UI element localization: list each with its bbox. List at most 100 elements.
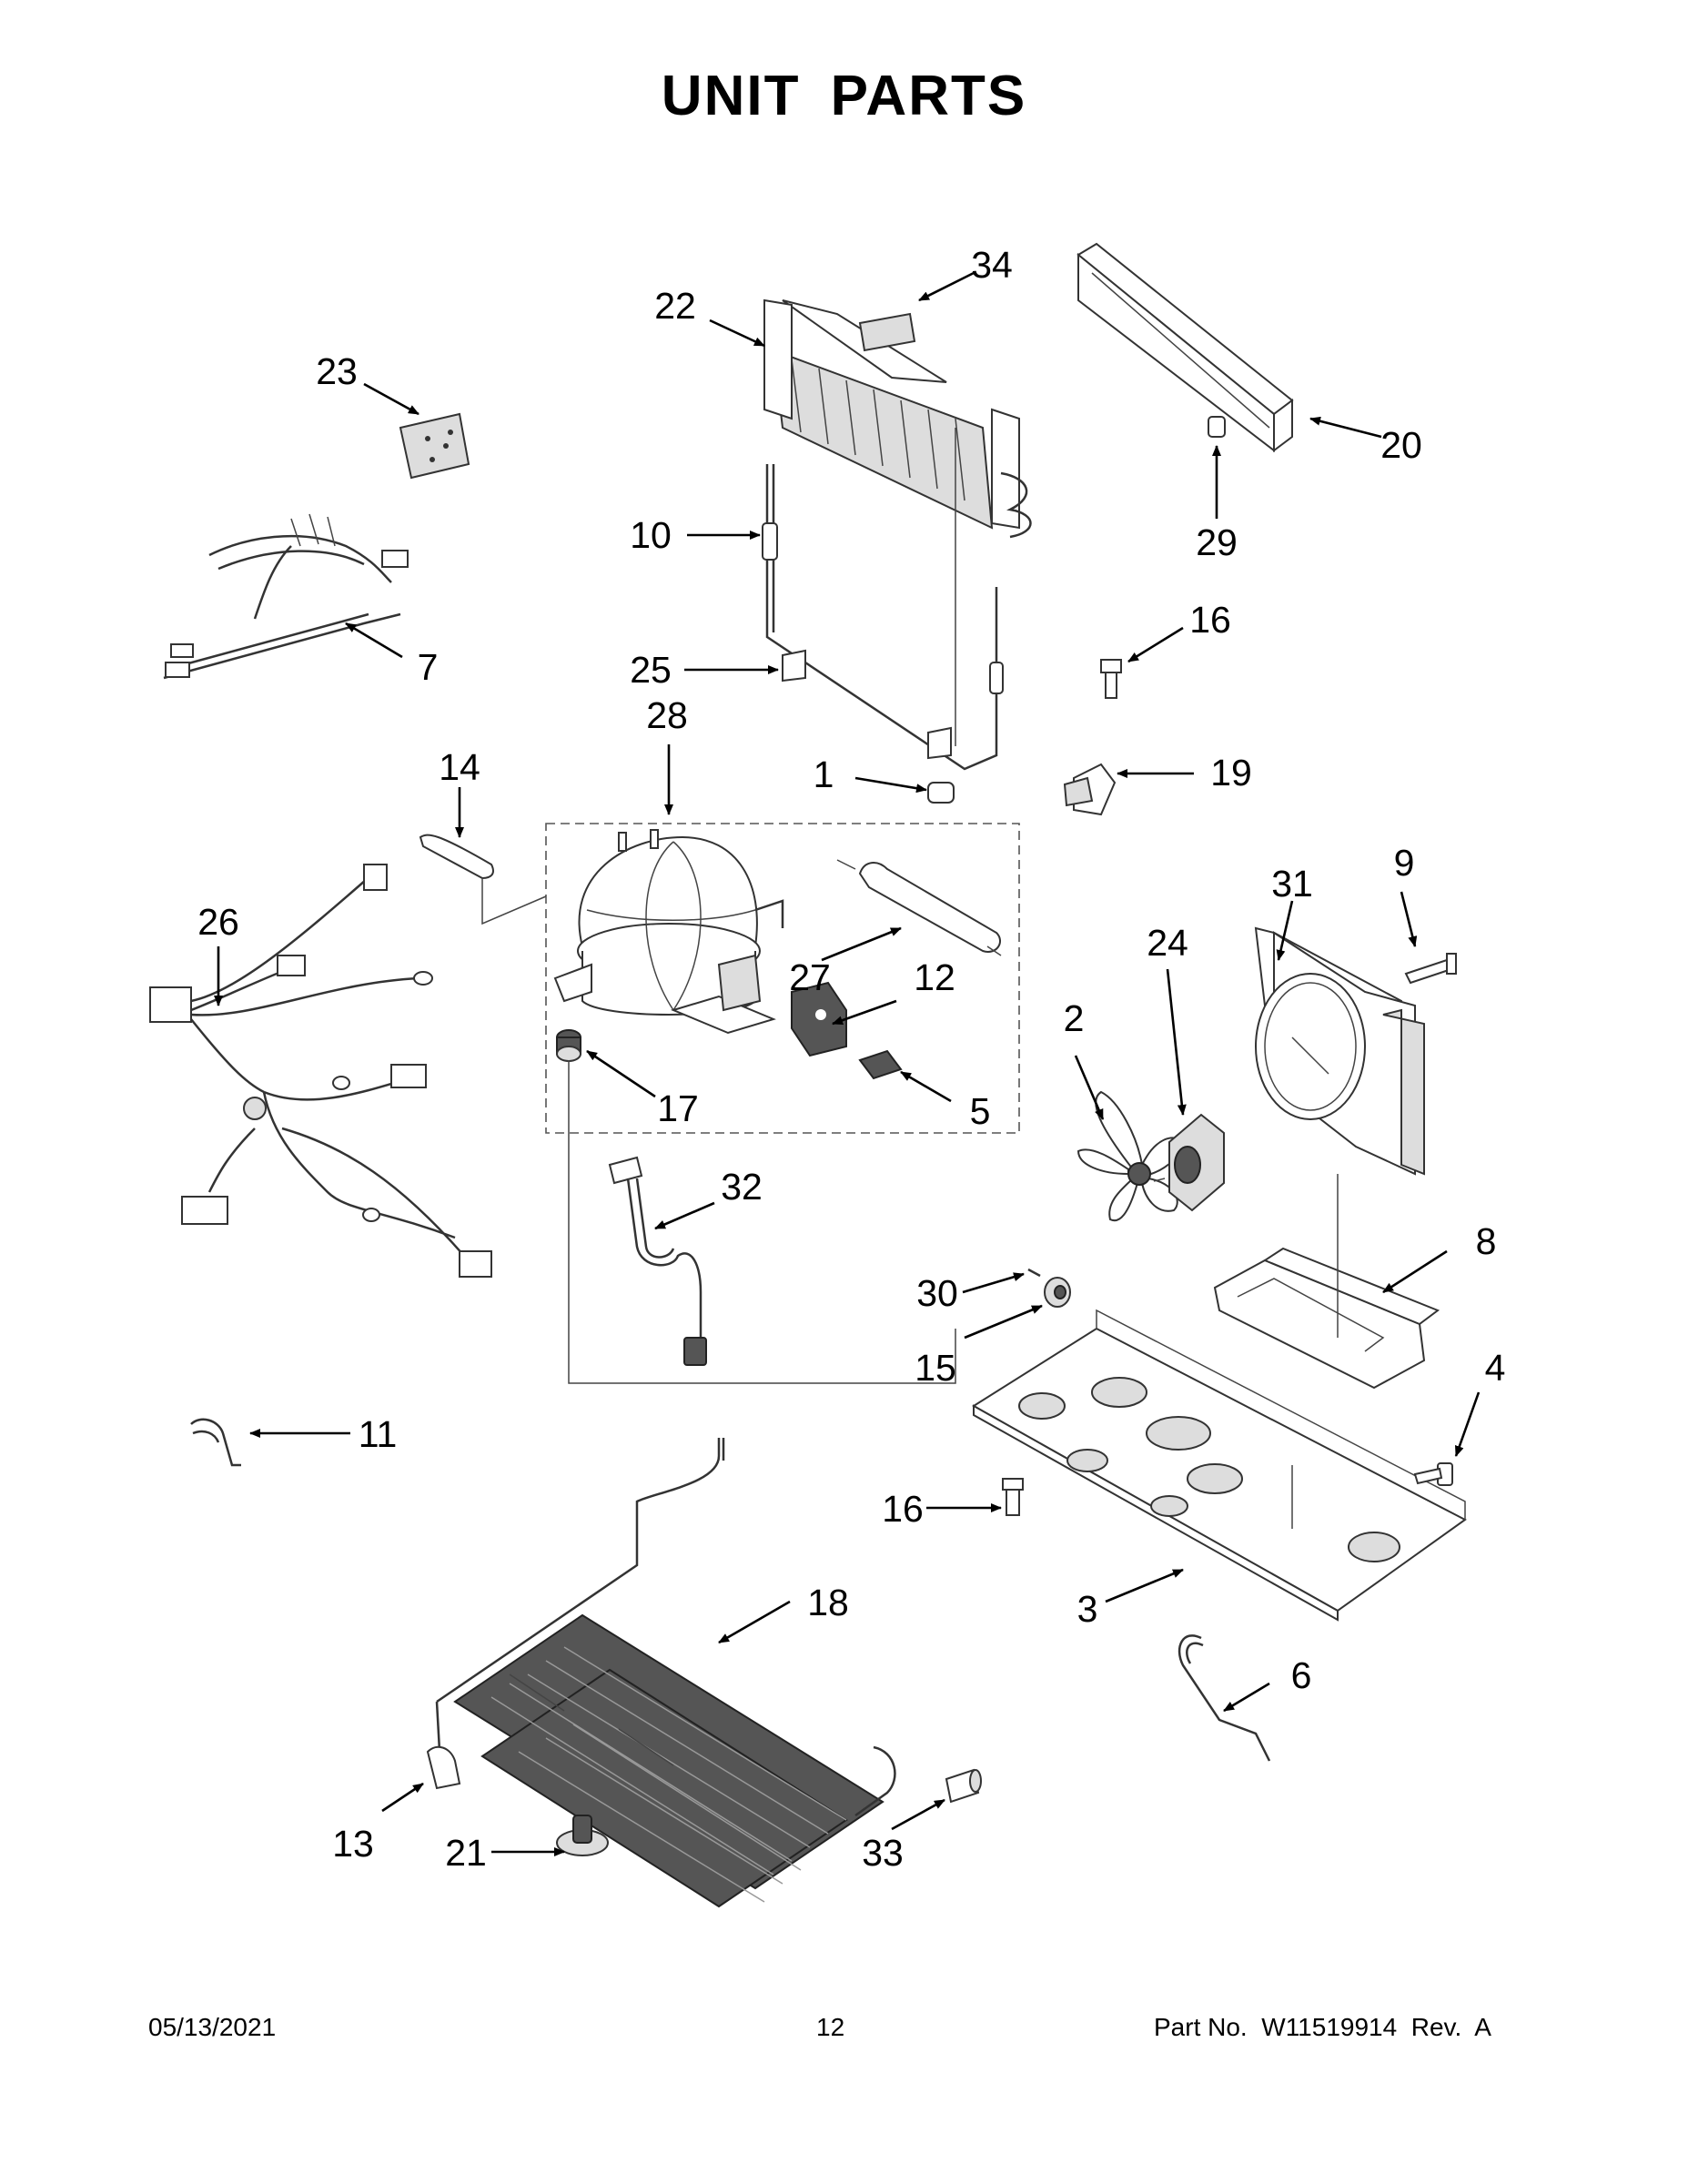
screw-part-9 xyxy=(1404,953,1457,985)
arrow-32 xyxy=(654,1201,715,1230)
arrow-31 xyxy=(1276,900,1294,961)
callout-10: 10 xyxy=(630,514,672,556)
compressor xyxy=(553,829,784,1035)
overload-part-5 xyxy=(858,1049,903,1080)
callout-1: 1 xyxy=(814,753,834,795)
callout-18: 18 xyxy=(807,1582,849,1623)
arrow-18 xyxy=(718,1600,791,1644)
callout-labels: 34 22 23 20 29 10 7 16 25 28 1 19 14 9 3… xyxy=(197,244,1505,1874)
fitting-part-1 xyxy=(927,782,955,804)
arrow-30 xyxy=(962,1272,1025,1294)
callout-3: 3 xyxy=(1077,1588,1098,1630)
leader-arrows xyxy=(214,271,1481,1856)
arrow-4 xyxy=(1454,1391,1481,1457)
callout-12: 12 xyxy=(914,956,955,998)
footer-date: 05/13/2021 xyxy=(148,2013,277,2041)
arrow-3 xyxy=(1105,1568,1184,1603)
callout-5: 5 xyxy=(970,1090,991,1132)
callout-22: 22 xyxy=(654,285,696,327)
callout-17: 17 xyxy=(657,1087,699,1129)
callout-16-lower: 16 xyxy=(882,1488,924,1530)
drain-pan-part-8 xyxy=(1213,1174,1440,1390)
arrow-20 xyxy=(1309,416,1382,439)
arrow-5 xyxy=(900,1070,952,1103)
arrow-6 xyxy=(1223,1682,1270,1713)
arrow-34 xyxy=(918,271,975,302)
arrow-23 xyxy=(363,382,419,416)
arrow-16-upper xyxy=(1127,626,1184,663)
footer-part-number: Part No. W11519914 Rev. A xyxy=(1154,2013,1491,2041)
fan-blade-part-2 xyxy=(1076,1090,1185,1222)
process-tube-part-32 xyxy=(608,1156,707,1366)
callout-21: 21 xyxy=(445,1832,487,1874)
callout-4: 4 xyxy=(1485,1347,1506,1389)
callout-9: 9 xyxy=(1394,842,1415,884)
fan-shroud-part-31 xyxy=(1254,926,1425,1176)
arrow-2 xyxy=(1074,1055,1105,1120)
control-board-part-23 xyxy=(399,412,470,480)
callout-8: 8 xyxy=(1476,1220,1497,1262)
callout-32: 32 xyxy=(721,1166,763,1208)
callout-19: 19 xyxy=(1210,752,1252,794)
callout-26: 26 xyxy=(197,901,239,943)
wire-clip-part-6 xyxy=(1178,1634,1271,1762)
arrow-9 xyxy=(1400,891,1418,947)
insulation-pad-part-34 xyxy=(858,312,916,352)
grommet-part-15 xyxy=(1044,1277,1071,1308)
callout-7: 7 xyxy=(418,646,439,688)
callout-14: 14 xyxy=(439,746,480,788)
footer-page-number: 12 xyxy=(816,2013,845,2041)
compressor-harness-part-26 xyxy=(149,864,492,1278)
strap-part-14 xyxy=(419,834,494,880)
arrow-15 xyxy=(964,1304,1043,1340)
grommet-part-17 xyxy=(556,1029,581,1062)
callout-6: 6 xyxy=(1291,1654,1312,1696)
grommet-part-21 xyxy=(556,1815,609,1856)
arrow-24 xyxy=(1166,968,1187,1116)
callout-24: 24 xyxy=(1147,922,1188,964)
bracket-part-19 xyxy=(1063,763,1117,816)
condenser-part-18 xyxy=(435,1438,896,1908)
callout-29: 29 xyxy=(1196,521,1238,563)
base-plate-part-3 xyxy=(972,1309,1467,1622)
screw-part-16-upper xyxy=(1100,659,1122,699)
screw-part-4 xyxy=(1413,1462,1453,1486)
arrow-22 xyxy=(709,318,765,348)
callout-34: 34 xyxy=(971,244,1013,286)
arrow-1 xyxy=(854,776,927,794)
wire-harness-part-7 xyxy=(163,513,409,680)
callout-31: 31 xyxy=(1271,863,1313,905)
callout-15: 15 xyxy=(915,1347,956,1389)
arrow-27 xyxy=(821,926,902,962)
arrow-7 xyxy=(345,622,403,659)
callout-30: 30 xyxy=(916,1272,958,1314)
arrow-12 xyxy=(832,999,897,1026)
callout-28: 28 xyxy=(646,694,688,736)
screw-part-16-lower xyxy=(1002,1478,1024,1516)
page-title: UNIT PARTS xyxy=(661,65,1027,127)
arrow-17 xyxy=(586,1049,656,1098)
arrow-33 xyxy=(891,1798,945,1831)
drier-part-27 xyxy=(836,859,1002,956)
callout-16-upper: 16 xyxy=(1189,599,1231,641)
callout-25: 25 xyxy=(630,649,672,691)
sleeve-part-33 xyxy=(945,1768,982,1804)
callout-27: 27 xyxy=(789,956,831,998)
pin-part-30 xyxy=(1027,1268,1041,1278)
clip-part-11 xyxy=(190,1418,241,1467)
callout-11: 11 xyxy=(359,1413,398,1455)
callout-33: 33 xyxy=(862,1832,904,1874)
relay-part-12 xyxy=(791,981,847,1057)
defrost-heater-part-10 xyxy=(762,428,1004,771)
callout-23: 23 xyxy=(316,350,358,392)
callout-20: 20 xyxy=(1380,424,1422,466)
fan-motor-part-24 xyxy=(1153,1113,1225,1212)
callout-2: 2 xyxy=(1064,997,1085,1039)
callout-13: 13 xyxy=(332,1823,374,1865)
compressor-kit-box-part-28 xyxy=(545,823,1020,1134)
arrow-8 xyxy=(1382,1249,1448,1294)
duct-cover-part-20 xyxy=(1076,242,1294,453)
clip-part-29 xyxy=(1208,416,1226,438)
clip-part-13 xyxy=(426,1745,461,1790)
